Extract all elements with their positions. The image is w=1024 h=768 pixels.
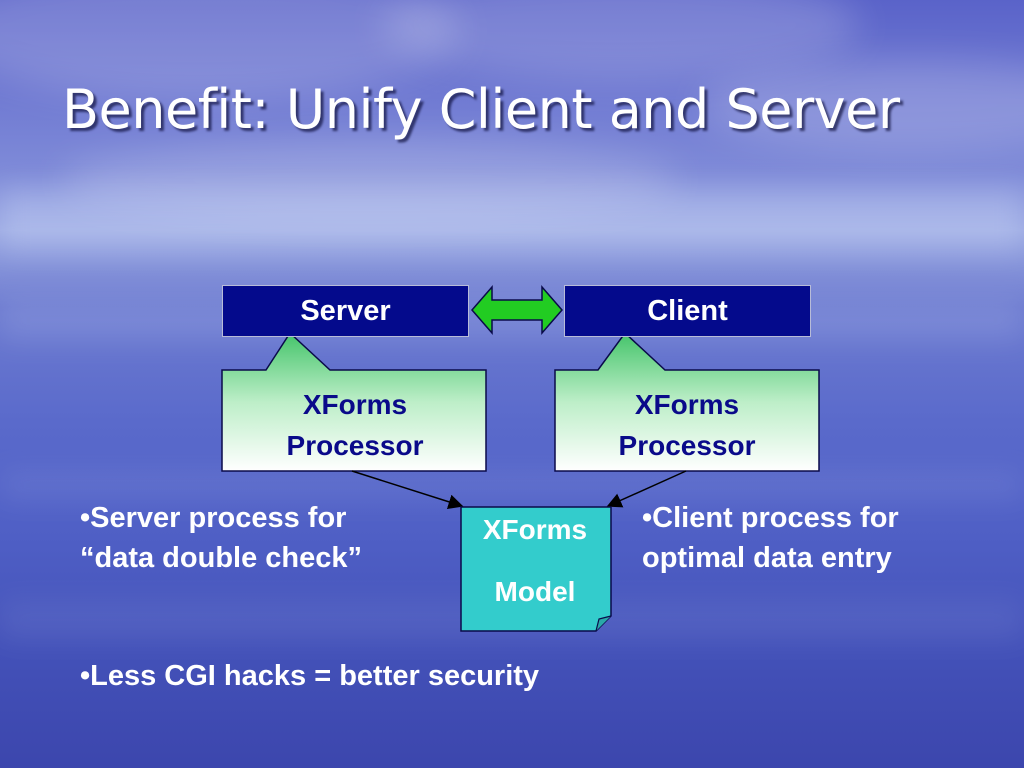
processor-right-line1: XForms bbox=[634, 389, 740, 420]
client-box: Client bbox=[564, 285, 811, 337]
processor-left-callout bbox=[221, 331, 487, 472]
model-label-line2: Model bbox=[494, 576, 576, 607]
processor-left: XForms Processor bbox=[222, 374, 488, 476]
client-note: •Client process for optimal data entry bbox=[642, 498, 899, 578]
processor-right-line2: Processor bbox=[618, 430, 756, 461]
double-arrow-icon bbox=[471, 284, 563, 336]
processor-right-callout bbox=[554, 331, 820, 472]
server-note-line2: “data double check” bbox=[80, 542, 363, 574]
processor-left-line2: Processor bbox=[286, 430, 424, 461]
security-note: •Less CGI hacks = better security bbox=[80, 660, 540, 692]
arrow-right-to-model bbox=[606, 470, 687, 508]
arrow-left-to-model bbox=[351, 470, 464, 510]
server-note-line1: •Server process for bbox=[80, 502, 347, 534]
slide-title: Benefit: Unify Client and Server bbox=[62, 78, 900, 141]
client-note-line2: optimal data entry bbox=[642, 542, 892, 574]
client-note-line1: •Client process for bbox=[642, 502, 899, 534]
client-label: Client bbox=[647, 294, 728, 327]
server-label: Server bbox=[300, 294, 391, 327]
server-box: Server bbox=[222, 285, 469, 337]
model-label-line1: XForms bbox=[482, 514, 588, 545]
processor-right: XForms Processor bbox=[555, 374, 819, 476]
processor-left-line1: XForms bbox=[302, 389, 408, 420]
server-note: •Server process for “data double check” bbox=[80, 498, 362, 578]
